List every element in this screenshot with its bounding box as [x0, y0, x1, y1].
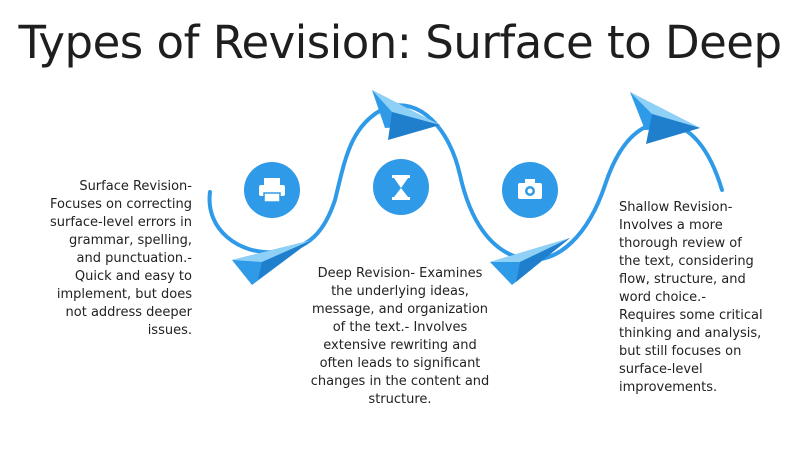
- surface-revision-text: Surface Revision- Focuses on correcting …: [49, 179, 192, 338]
- shallow-revision-text: Shallow Revision- Involves a more thorou…: [619, 200, 763, 395]
- printer-icon: [244, 162, 300, 218]
- paper-plane-icon: [630, 92, 700, 144]
- paper-plane-icon: [490, 238, 570, 285]
- hourglass-icon: [373, 159, 429, 215]
- camera-icon: [502, 162, 558, 218]
- deep-revision-text: Deep Revision- Examines the underlying i…: [310, 266, 490, 407]
- page-title: Types of Revision: Surface to Deep: [18, 16, 782, 69]
- paper-plane-icon: [232, 240, 312, 285]
- paper-plane-icon: [372, 90, 440, 140]
